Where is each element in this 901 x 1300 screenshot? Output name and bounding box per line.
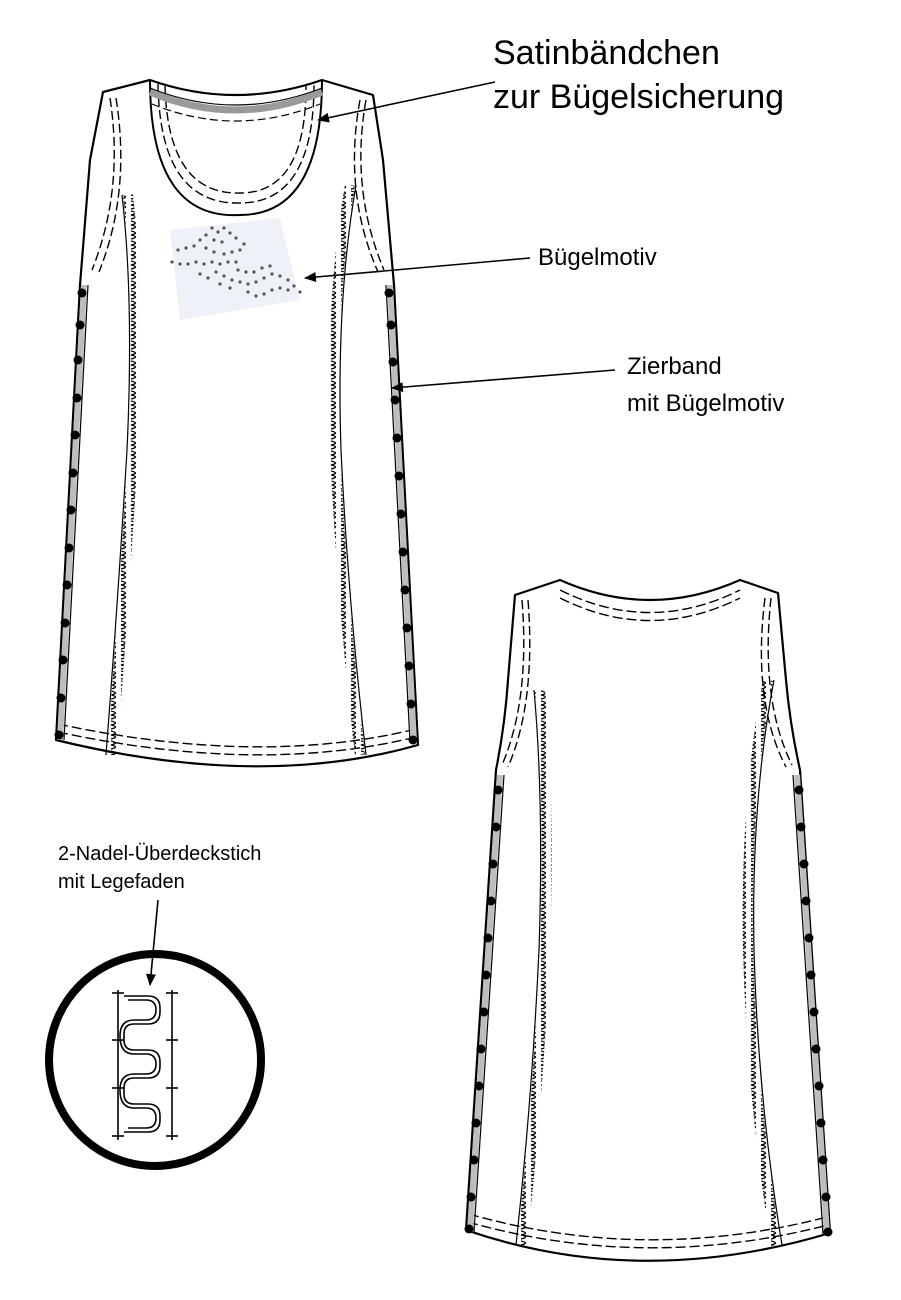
label-motif: Bügelmotiv bbox=[538, 244, 657, 271]
back-seam-left bbox=[517, 689, 552, 1246]
arrow-zierband bbox=[391, 369, 616, 393]
iron-on-motif bbox=[170, 218, 302, 320]
label-stitch-line2: mit Legefaden bbox=[58, 871, 185, 893]
front-seam-left bbox=[107, 194, 141, 756]
label-zierband-line2: mit Bügelmotiv bbox=[627, 390, 785, 417]
label-satin-line2: zur Bügelsicherung bbox=[493, 78, 785, 116]
label-satin-line1: Satinbändchen bbox=[493, 34, 720, 72]
label-zierband-line1: Zierband bbox=[627, 353, 722, 380]
arrow-stitch bbox=[146, 899, 159, 986]
back-outline bbox=[464, 578, 832, 1262]
back-dots-right bbox=[794, 785, 833, 1237]
stitch-detail-circle bbox=[45, 950, 265, 1170]
arrow-satin bbox=[317, 81, 496, 123]
label-stitch-line1: 2-Nadel-Überdeckstich bbox=[58, 843, 262, 865]
back-view-garment bbox=[464, 578, 833, 1262]
front-seam-right bbox=[329, 184, 365, 756]
satin-tape bbox=[148, 88, 324, 114]
front-dots-right bbox=[384, 288, 418, 745]
arrow-motif bbox=[304, 257, 531, 283]
front-view-garment bbox=[54, 78, 420, 768]
front-dots-left bbox=[54, 288, 87, 740]
back-dots-left bbox=[464, 785, 503, 1234]
back-seam-right bbox=[742, 679, 781, 1246]
front-outline bbox=[54, 78, 420, 768]
